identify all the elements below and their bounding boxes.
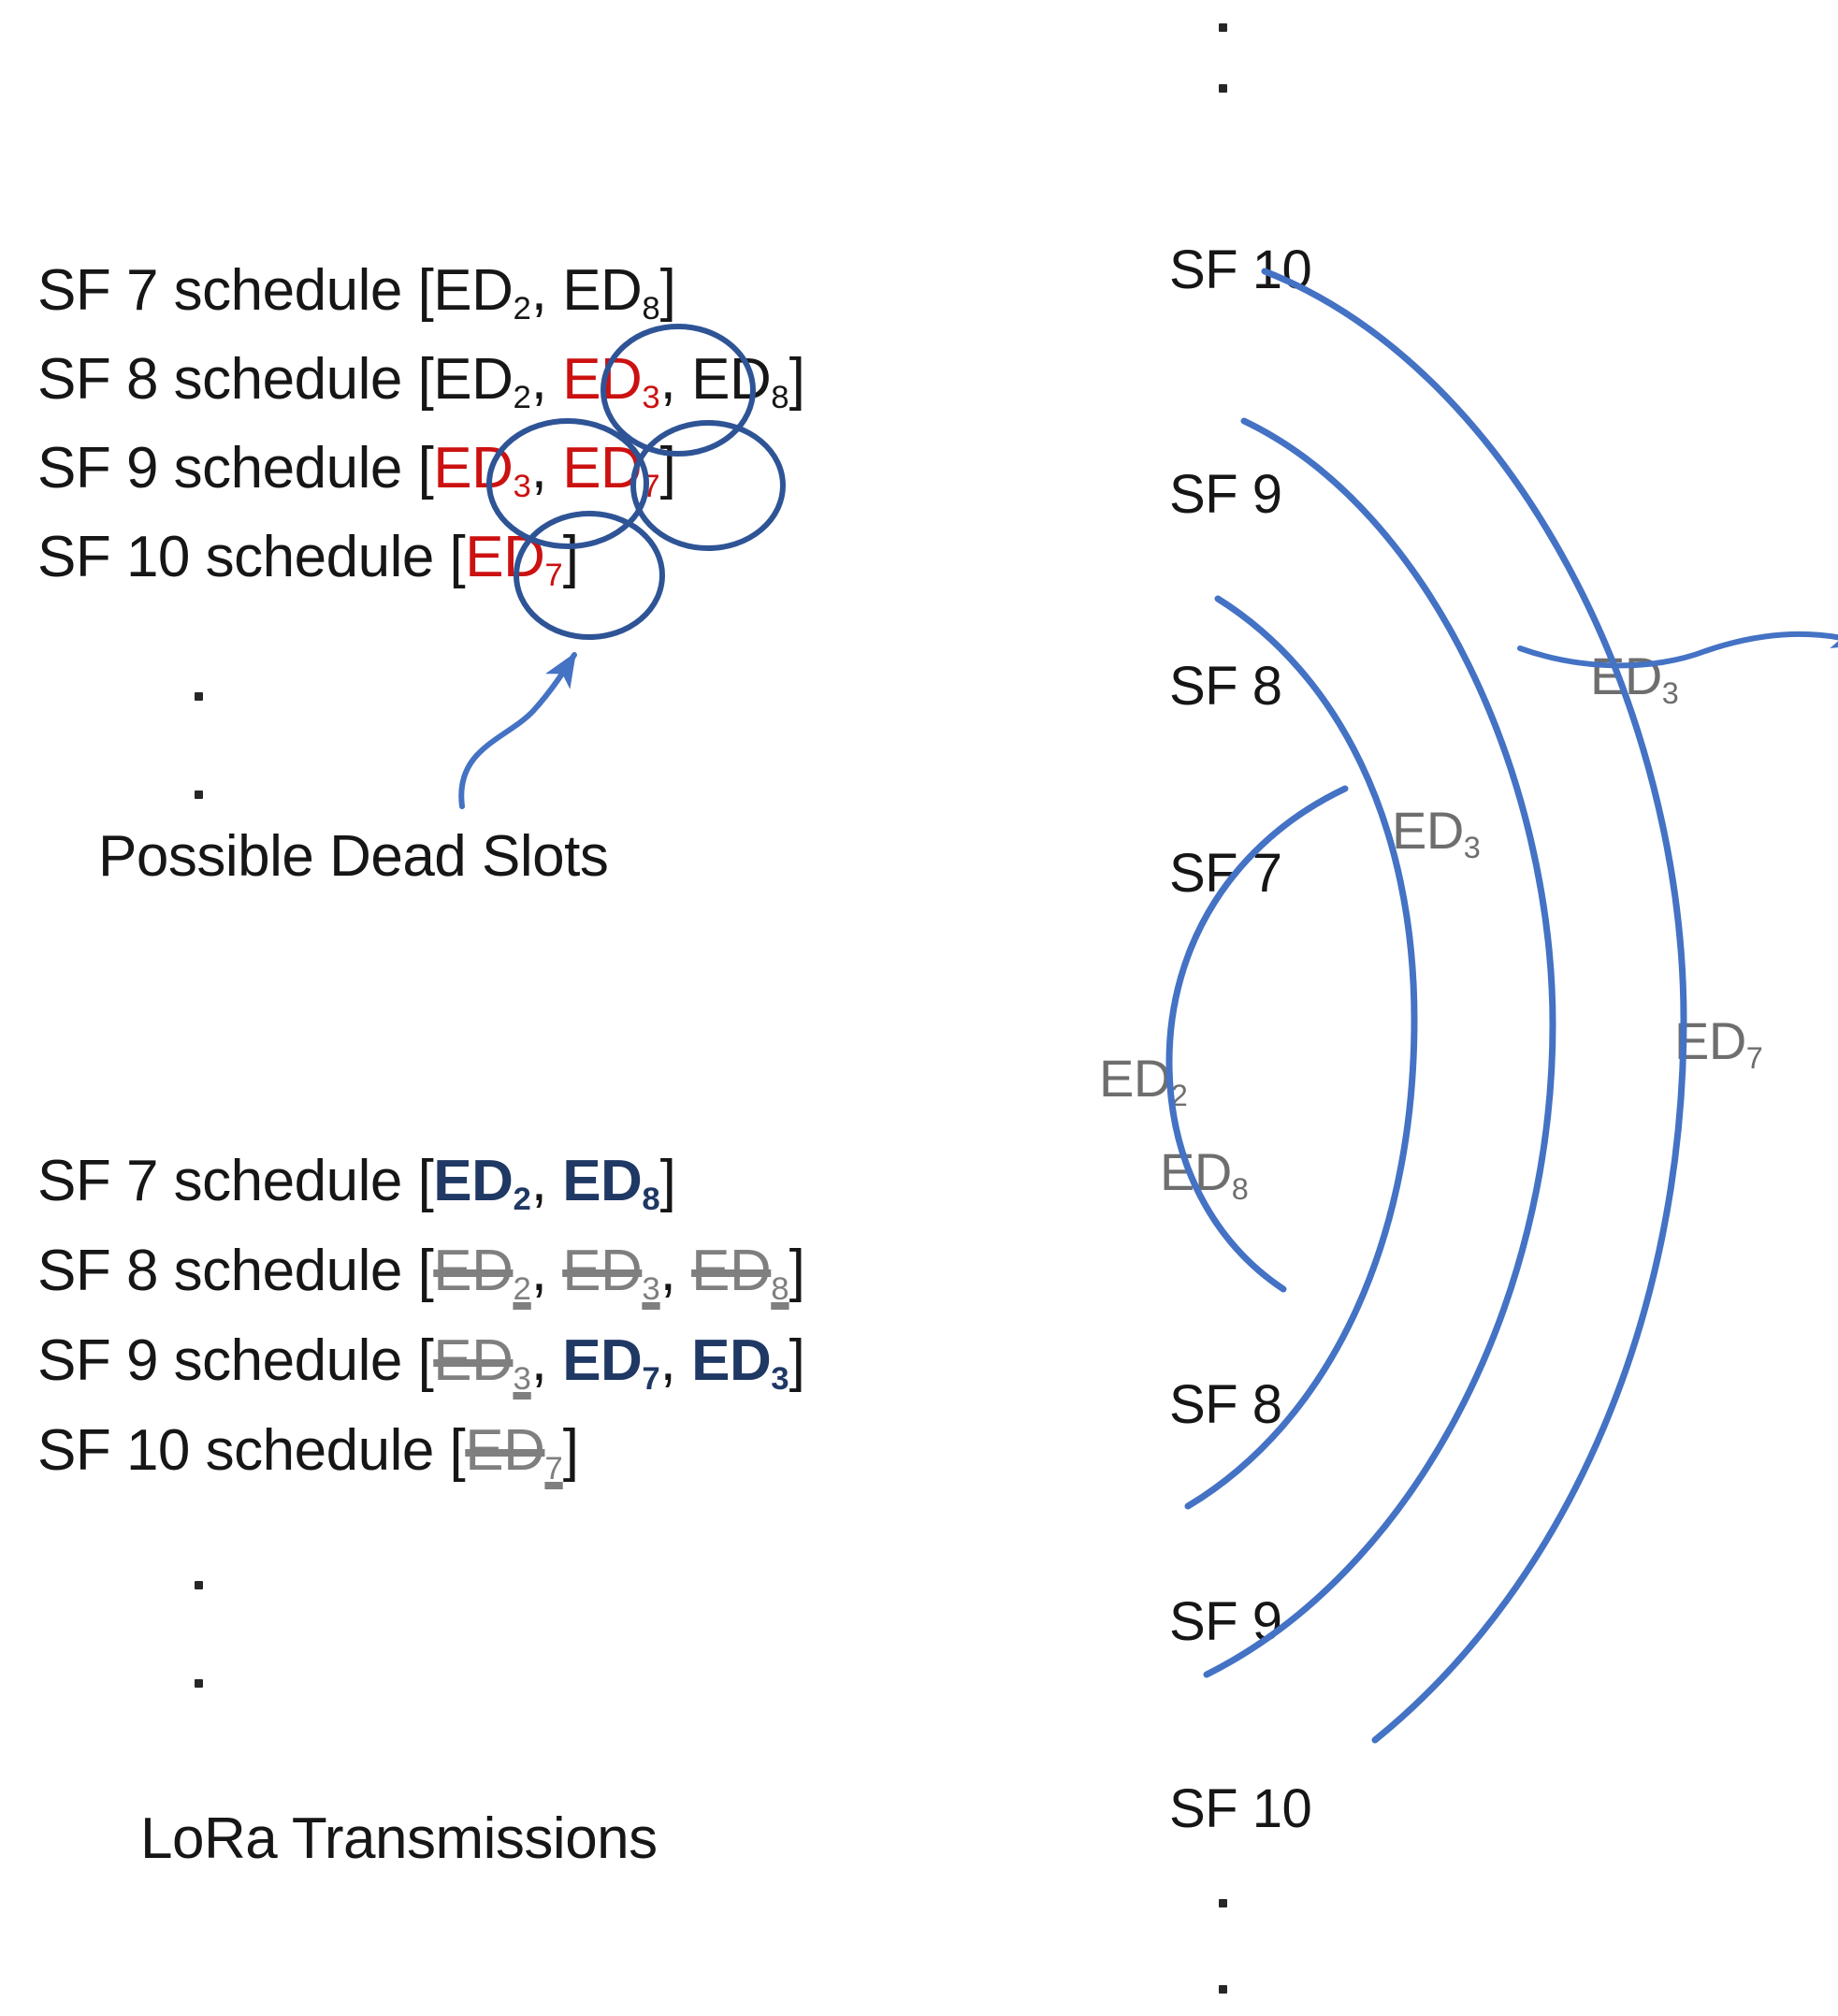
vertical-ellipsis-dot [195, 1581, 203, 1589]
line-prefix: SF 10 schedule [ [37, 525, 466, 589]
arc-label-ed3-outer: ED3 [1590, 646, 1679, 710]
ed-item: ED8 [562, 258, 660, 326]
vertical-ellipsis-dot [1219, 1899, 1227, 1907]
lora-transmissions-caption: LoRa Transmissions [140, 1806, 658, 1871]
sf-label-8-lower: SF 8 [1169, 1374, 1282, 1435]
ed-item: ED2 [433, 347, 531, 415]
ed-item-cancelled: ED3 [562, 1239, 660, 1307]
sf-label-9-upper: SF 9 [1169, 464, 1282, 525]
bottom-schedule-line-3: SF 9 schedule [ED3, ED7, ED3] [37, 1328, 805, 1397]
ed-item-cancelled: ED8 [691, 1239, 789, 1307]
ed-item-highlight: ED7 [562, 436, 660, 504]
bottom-schedule-line-4: SF 10 schedule [ED7] [37, 1422, 579, 1486]
ed-item-cancelled: ED2 [433, 1239, 531, 1307]
vertical-ellipsis-dot [195, 692, 203, 701]
ed-item-cancelled: ED3 [433, 1328, 531, 1397]
line-suffix: ] [659, 436, 676, 500]
line-suffix: ] [659, 258, 676, 323]
ed-item: ED8 [691, 347, 789, 415]
line-prefix: SF 7 schedule [ [37, 258, 434, 323]
dead-slots-pointer-arrow [458, 651, 577, 809]
sf-label-7: SF 7 [1169, 843, 1282, 904]
line-prefix: SF 7 schedule [ [37, 1149, 434, 1213]
vertical-ellipsis-dot [1219, 23, 1227, 32]
line-prefix: SF 10 schedule [ [37, 1418, 466, 1483]
possible-dead-slots-caption: Possible Dead Slots [98, 824, 609, 889]
line-suffix: ] [562, 1418, 579, 1483]
line-suffix: ] [789, 1239, 805, 1303]
arc-label-ed7: ED7 [1674, 1011, 1763, 1075]
vertical-ellipsis-dot [1219, 84, 1227, 93]
line-prefix: SF 8 schedule [ [37, 347, 434, 412]
ed-item-highlight: ED7 [465, 525, 563, 593]
vertical-ellipsis-dot [1219, 1985, 1227, 1994]
sf-label-8-upper: SF 8 [1169, 656, 1282, 717]
top-schedule-line-1: SF 7 schedule [ED2, ED8] [37, 258, 676, 326]
vertical-ellipsis-dot [195, 1679, 203, 1688]
ed-item: ED2 [433, 258, 531, 326]
ed-item-scheduled: ED8 [562, 1149, 660, 1217]
line-suffix: ] [659, 1149, 676, 1213]
arc-label-ed8: ED8 [1160, 1142, 1249, 1206]
arc-sf8 [1184, 595, 1418, 1510]
line-suffix: ] [789, 1328, 805, 1393]
vertical-ellipsis-dot [195, 790, 203, 799]
top-schedule-line-2: SF 8 schedule [ED2, ED3, ED8] [37, 347, 805, 415]
arc-label-ed2: ED2 [1099, 1049, 1188, 1112]
bottom-schedule-line-2: SF 8 schedule [ED2, ED3, ED8] [37, 1239, 805, 1307]
sf-label-10-bottom: SF 10 [1169, 1778, 1312, 1839]
line-suffix: ] [789, 347, 805, 412]
sf-label-10-top: SF 10 [1169, 239, 1312, 300]
ed-item-scheduled: ED2 [433, 1149, 531, 1217]
line-prefix: SF 9 schedule [ [37, 436, 434, 500]
ed-item-highlight: ED3 [433, 436, 531, 504]
top-schedule-line-4: SF 10 schedule [ED7] [37, 529, 579, 592]
sf-label-9-lower: SF 9 [1169, 1591, 1282, 1652]
ed-item-highlight: ED3 [562, 347, 660, 415]
line-suffix: ] [562, 525, 579, 589]
line-prefix: SF 9 schedule [ [37, 1328, 434, 1393]
ed-item-scheduled: ED3 [691, 1328, 789, 1397]
ed3-branch-arrow [1517, 620, 1838, 669]
line-prefix: SF 8 schedule [ [37, 1239, 434, 1303]
ed-item-cancelled: ED7 [465, 1418, 563, 1487]
arc-sf10 [1261, 268, 1687, 1744]
arc-label-ed3-inner: ED3 [1392, 801, 1481, 864]
top-schedule-line-3: SF 9 schedule [ED3, ED7] [37, 436, 676, 504]
arc-sf9 [1203, 417, 1556, 1678]
ed-item-scheduled: ED7 [562, 1328, 660, 1397]
bottom-schedule-line-1: SF 7 schedule [ED2, ED8] [37, 1149, 676, 1217]
